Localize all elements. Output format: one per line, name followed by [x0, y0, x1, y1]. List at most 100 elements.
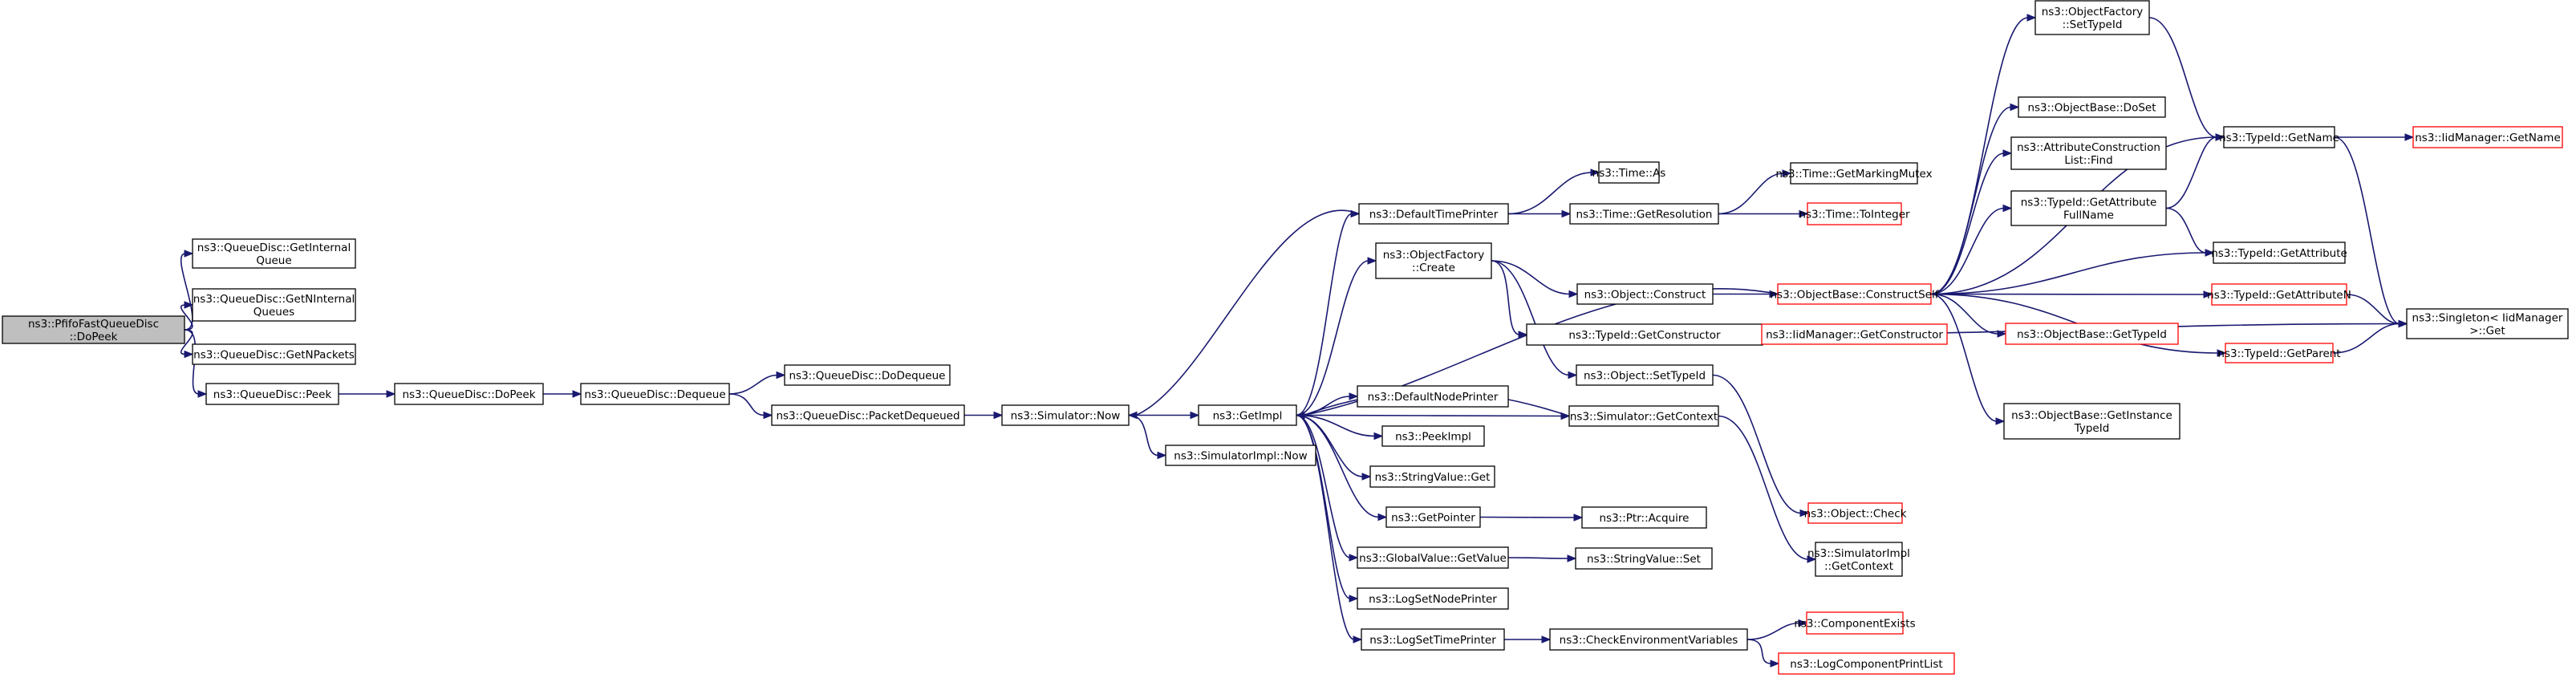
graph-node-tidgn[interactable]: ns3::TypeId::GetName: [2219, 126, 2339, 148]
graph-node-lsnp[interactable]: ns3::LogSetNodePrinter: [1357, 587, 1509, 610]
graph-node-label: ns3::GlobalValue::GetValue: [1359, 552, 1507, 565]
graph-node-dtp[interactable]: ns3::DefaultTimePrinter: [1358, 203, 1509, 225]
graph-node-box: [2, 315, 185, 344]
graph-node-obcs[interactable]: ns3::ObjectBase::ConstructSelf: [1771, 283, 1940, 305]
graph-node-iidgc[interactable]: ns3::IidManager::GetConstructor: [1761, 323, 1948, 345]
edge-arrowhead: [184, 301, 194, 309]
graph-node-singleton[interactable]: ns3::Singleton< IidManager>::Get: [2406, 308, 2569, 339]
graph-node-iidgn[interactable]: ns3::IidManager::GetName: [2412, 126, 2563, 148]
graph-node-label: ns3::DefaultNodePrinter: [1368, 391, 1499, 404]
edge-tidgn-to-iidgn: [2335, 133, 2415, 141]
graph-node-tidgp[interactable]: ns3::TypeId::GetParent: [2217, 343, 2341, 363]
graph-node-gnp[interactable]: ns3::QueueDisc::GetNPackets: [192, 343, 356, 365]
edge-deq-to-pdeq: [728, 393, 773, 420]
graph-node-box: [394, 383, 544, 405]
graph-node-simnow[interactable]: ns3::SimulatorImpl::Now: [1165, 445, 1316, 466]
graph-node-label: ns3::ObjectBase::GetInstance: [2011, 409, 2172, 422]
graph-node-box: [1357, 587, 1509, 610]
graph-node-getimpl[interactable]: ns3::GetImpl: [1198, 404, 1297, 426]
edge-getctx-to-simimplctx: [1718, 415, 1817, 563]
edge-arrowhead: [2203, 290, 2213, 298]
graph-node-ofsti[interactable]: ns3::ObjectFactory::SetTypeId: [2034, 0, 2150, 35]
graph-node-objconst[interactable]: ns3::Object::Construct: [1576, 283, 1714, 305]
graph-node-obgti[interactable]: ns3::ObjectBase::GetTypeId: [2005, 323, 2179, 345]
graph-node-lstp[interactable]: ns3::LogSetTimePrinter: [1361, 628, 1505, 651]
graph-node-dodeq[interactable]: ns3::QueueDisc::DoDequeue: [784, 364, 951, 386]
graph-node-acquire[interactable]: ns3::Ptr::Acquire: [1581, 506, 1707, 529]
graph-node-box: [1568, 405, 1719, 427]
graph-node-box: [771, 404, 965, 426]
graph-node-getctx[interactable]: ns3::Simulator::GetContext: [1568, 405, 1719, 427]
graph-node-dnp[interactable]: ns3::DefaultNodePrinter: [1357, 385, 1509, 408]
graph-node-simimplctx[interactable]: ns3::SimulatorImpl::GetContext: [1807, 542, 1910, 577]
edge-arrowhead: [763, 411, 773, 420]
graph-node-label: ::Create: [1412, 262, 1455, 274]
graph-node-gvget[interactable]: ns3::GlobalValue::GetValue: [1357, 546, 1509, 569]
graph-node-tidga[interactable]: ns3::TypeId::GetAttribute: [2211, 242, 2347, 264]
graph-node-label: ns3::QueueDisc::DoDequeue: [789, 370, 946, 383]
graph-node-label: ns3::Simulator::GetContext: [1570, 411, 1718, 424]
edge-getimpl-to-peekimpl: [1296, 414, 1384, 440]
edge-arrowhead: [2002, 149, 2013, 157]
edge-ofcreate-to-tidgc: [1491, 260, 1528, 339]
edge-arrowhead: [1807, 555, 1817, 563]
graph-node-pdeq[interactable]: ns3::QueueDisc::PacketDequeued: [771, 404, 965, 426]
edge-getres-to-toint: [1718, 209, 1809, 218]
edge-arrowhead: [1573, 514, 1584, 522]
graph-node-box: [1790, 162, 1918, 185]
graph-node-cev[interactable]: ns3::CheckEnvironmentVariables: [1549, 628, 1748, 651]
graph-node-svget[interactable]: ns3::StringValue::Get: [1369, 465, 1495, 488]
graph-node-box: [1815, 542, 1903, 577]
graph-node-box: [2213, 242, 2346, 264]
edge-arrowhead: [1782, 169, 1792, 177]
graph-node-box: [1777, 283, 1932, 305]
graph-node-obdoset[interactable]: ns3::ObjectBase::DoSet: [2018, 96, 2166, 118]
graph-node-setti[interactable]: ns3::Object::SetTypeId: [1576, 364, 1714, 386]
graph-node-label: ns3::PeekImpl: [1395, 431, 1471, 444]
graph-node-root[interactable]: ns3::PfifoFastQueueDisc::DoPeek: [2, 315, 185, 344]
graph-node-label: ns3::QueueDisc::Peek: [213, 388, 332, 401]
graph-node-label: ns3::TypeId::GetAttribute: [2211, 247, 2347, 260]
edge-peek-to-dopeek: [338, 390, 396, 398]
graph-node-getptr[interactable]: ns3::GetPointer: [1385, 506, 1481, 528]
edge-tidgan-to-singleton: [2346, 294, 2408, 328]
graph-node-ofcreate[interactable]: ns3::ObjectFactory::Create: [1375, 242, 1492, 279]
graph-node-peek[interactable]: ns3::QueueDisc::Peek: [205, 383, 339, 405]
graph-node-tidgc[interactable]: ns3::TypeId::GetConstructor: [1526, 323, 1763, 346]
graph-node-timeas[interactable]: ns3::Time::As: [1592, 161, 1666, 184]
edge-arrowhead: [1367, 257, 1377, 265]
graph-node-deq[interactable]: ns3::QueueDisc::Dequeue: [580, 383, 730, 405]
graph-node-gmm[interactable]: ns3::Time::GetMarkingMutex: [1775, 162, 1933, 185]
graph-node-label: ns3::ObjectBase::ConstructSelf: [1771, 289, 1940, 302]
graph-node-dopeek[interactable]: ns3::QueueDisc::DoPeek: [394, 383, 544, 405]
edge-getimpl-to-lstp: [1296, 414, 1363, 643]
graph-node-toint[interactable]: ns3::Time::ToInteger: [1799, 202, 1910, 225]
graph-node-compex[interactable]: ns3::ComponentExists: [1794, 611, 1916, 635]
graph-node-tidgan[interactable]: ns3::TypeId::GetAttributeN: [2207, 283, 2351, 306]
edge-arrowhead: [2002, 204, 2013, 213]
graph-node-label: ns3::AttributeConstruction: [2017, 141, 2160, 154]
graph-node-now[interactable]: ns3::Simulator::Now: [1001, 404, 1130, 426]
edge-tidgafn-to-tidga: [2165, 207, 2215, 257]
graph-node-label: >::Get: [2469, 325, 2505, 338]
graph-node-getres[interactable]: ns3::Time::GetResolution: [1569, 203, 1719, 225]
edge-obcs-to-obdoset: [1930, 103, 2020, 295]
graph-node-svset[interactable]: ns3::StringValue::Set: [1575, 547, 1713, 570]
graph-node-label: ns3::Object::Construct: [1584, 289, 1706, 302]
graph-node-box: [2003, 403, 2180, 440]
edge-arrowhead: [1157, 451, 1167, 460]
graph-node-label: ns3::QueueDisc::GetNInternal: [193, 293, 355, 306]
edge-arrowhead: [1590, 168, 1600, 177]
graph-node-objcheck[interactable]: ns3::Object::Check: [1804, 502, 1907, 524]
graph-node-peekimpl[interactable]: ns3::PeekImpl: [1381, 425, 1485, 447]
edge-tidgp-to-singleton: [2332, 319, 2408, 354]
edge-arrowhead: [1541, 635, 1552, 643]
edge-arrowhead: [1127, 411, 1138, 420]
graph-node-lcpl[interactable]: ns3::LogComponentPrintList: [1778, 652, 1955, 675]
